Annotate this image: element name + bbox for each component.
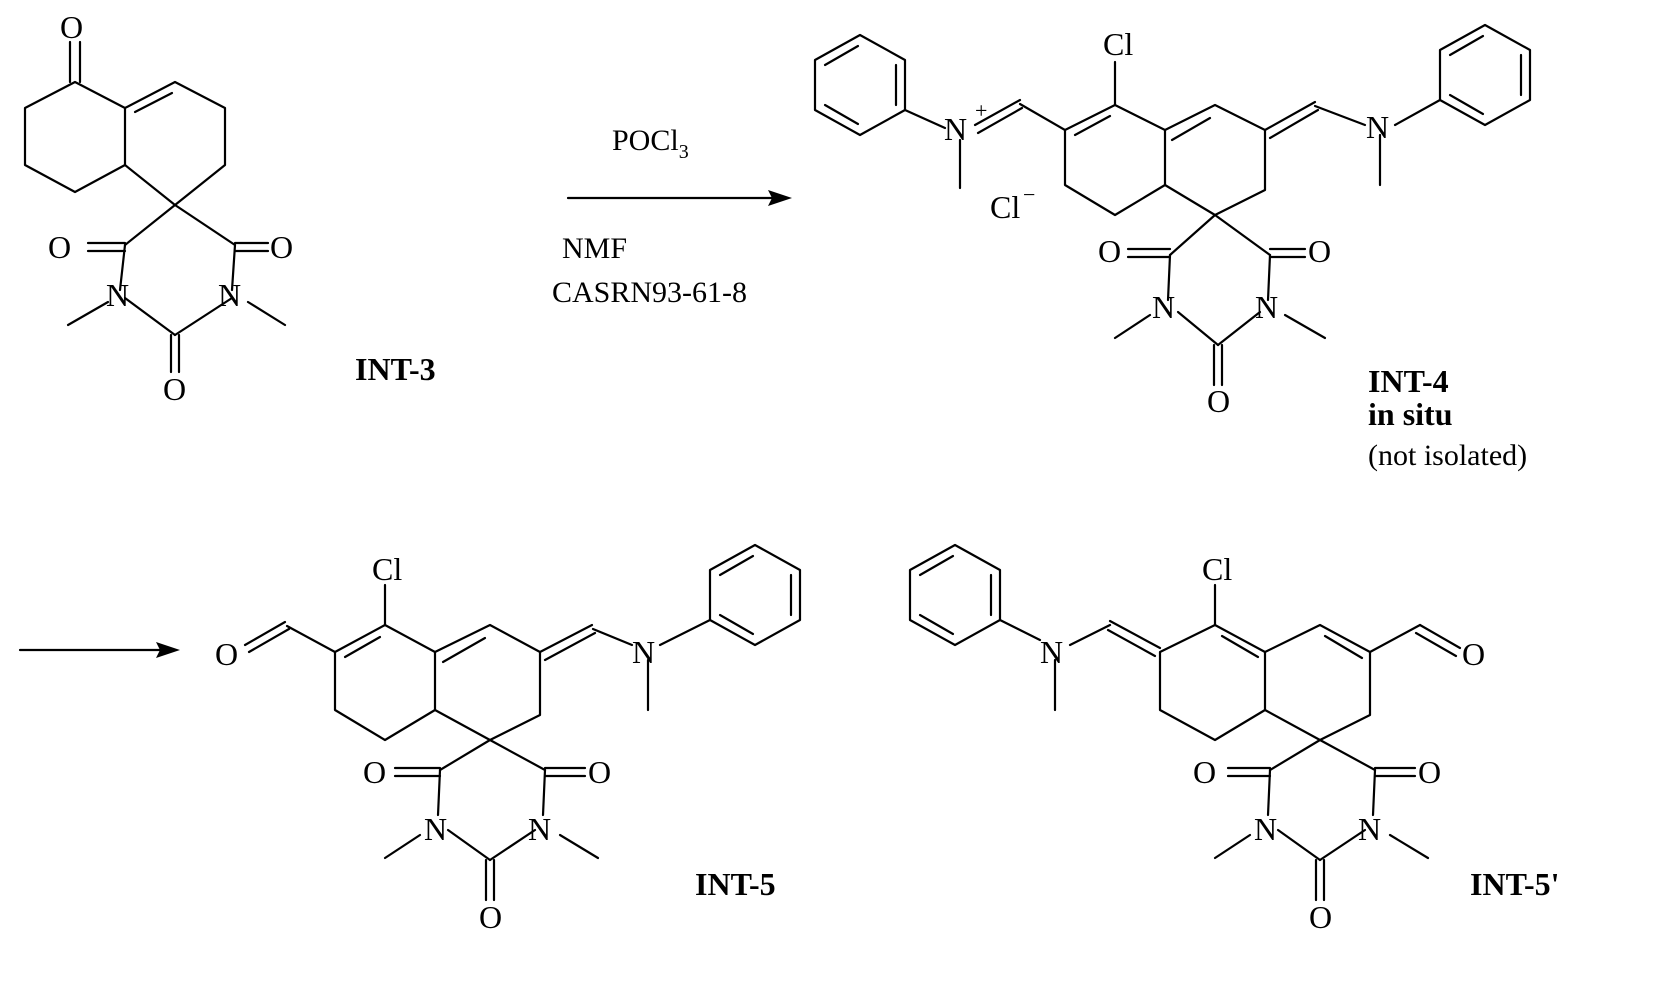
atom-n: N [1152, 289, 1175, 325]
atom-n: N [424, 811, 447, 847]
reagent-casrn: CASRN93-61-8 [552, 276, 747, 309]
atom-o: O [588, 754, 611, 790]
structure-int4: Cl N + Cl − N O O N N O [815, 25, 1530, 419]
atom-n: N [1040, 634, 1063, 670]
atom-o: O [60, 9, 83, 45]
compound-label-int4: INT-4 [1368, 363, 1449, 399]
atom-o: O [1309, 899, 1332, 935]
atom-n: N [528, 811, 551, 847]
atom-o: O [1193, 754, 1216, 790]
atom-o: O [163, 371, 186, 407]
atom-o: O [1207, 383, 1230, 419]
compound-label-int5: INT-5 [695, 866, 776, 902]
reaction-arrow [20, 642, 180, 658]
atom-n: N [1366, 109, 1389, 145]
compound-label-int5-prime: INT-5' [1470, 866, 1560, 902]
atom-cl: Cl [372, 551, 402, 587]
atom-n: N [632, 634, 655, 670]
reagent-pocl3: POCl3 [612, 124, 689, 163]
atom-o: O [1418, 754, 1441, 790]
atom-o: O [48, 229, 71, 265]
charge-plus: + [975, 98, 987, 123]
atom-o: O [1098, 233, 1121, 269]
atom-o: O [1308, 233, 1331, 269]
charge-minus: − [1023, 182, 1035, 207]
atom-o: O [1462, 636, 1485, 672]
atom-n: N [1255, 289, 1278, 325]
atom-n: N [218, 277, 241, 313]
counterion-cl: Cl [990, 189, 1020, 225]
structure-int5-prime: N Cl O O O N N O [910, 545, 1485, 935]
atom-o: O [270, 229, 293, 265]
atom-n: N [944, 111, 967, 147]
compound-note-in-situ: in situ [1368, 396, 1452, 432]
atom-n: N [1254, 811, 1277, 847]
atom-n: N [106, 277, 129, 313]
structure-int3: O O O N N O [25, 9, 293, 407]
compound-label-int3: INT-3 [355, 351, 436, 387]
atom-n: N [1358, 811, 1381, 847]
reagent-nmf: NMF [562, 232, 627, 265]
atom-o: O [363, 754, 386, 790]
atom-o: O [215, 636, 238, 672]
atom-cl: Cl [1103, 26, 1133, 62]
atom-cl: Cl [1202, 551, 1232, 587]
compound-note-not-isolated: (not isolated) [1368, 439, 1527, 472]
reaction-arrow [568, 190, 792, 206]
atom-o: O [479, 899, 502, 935]
